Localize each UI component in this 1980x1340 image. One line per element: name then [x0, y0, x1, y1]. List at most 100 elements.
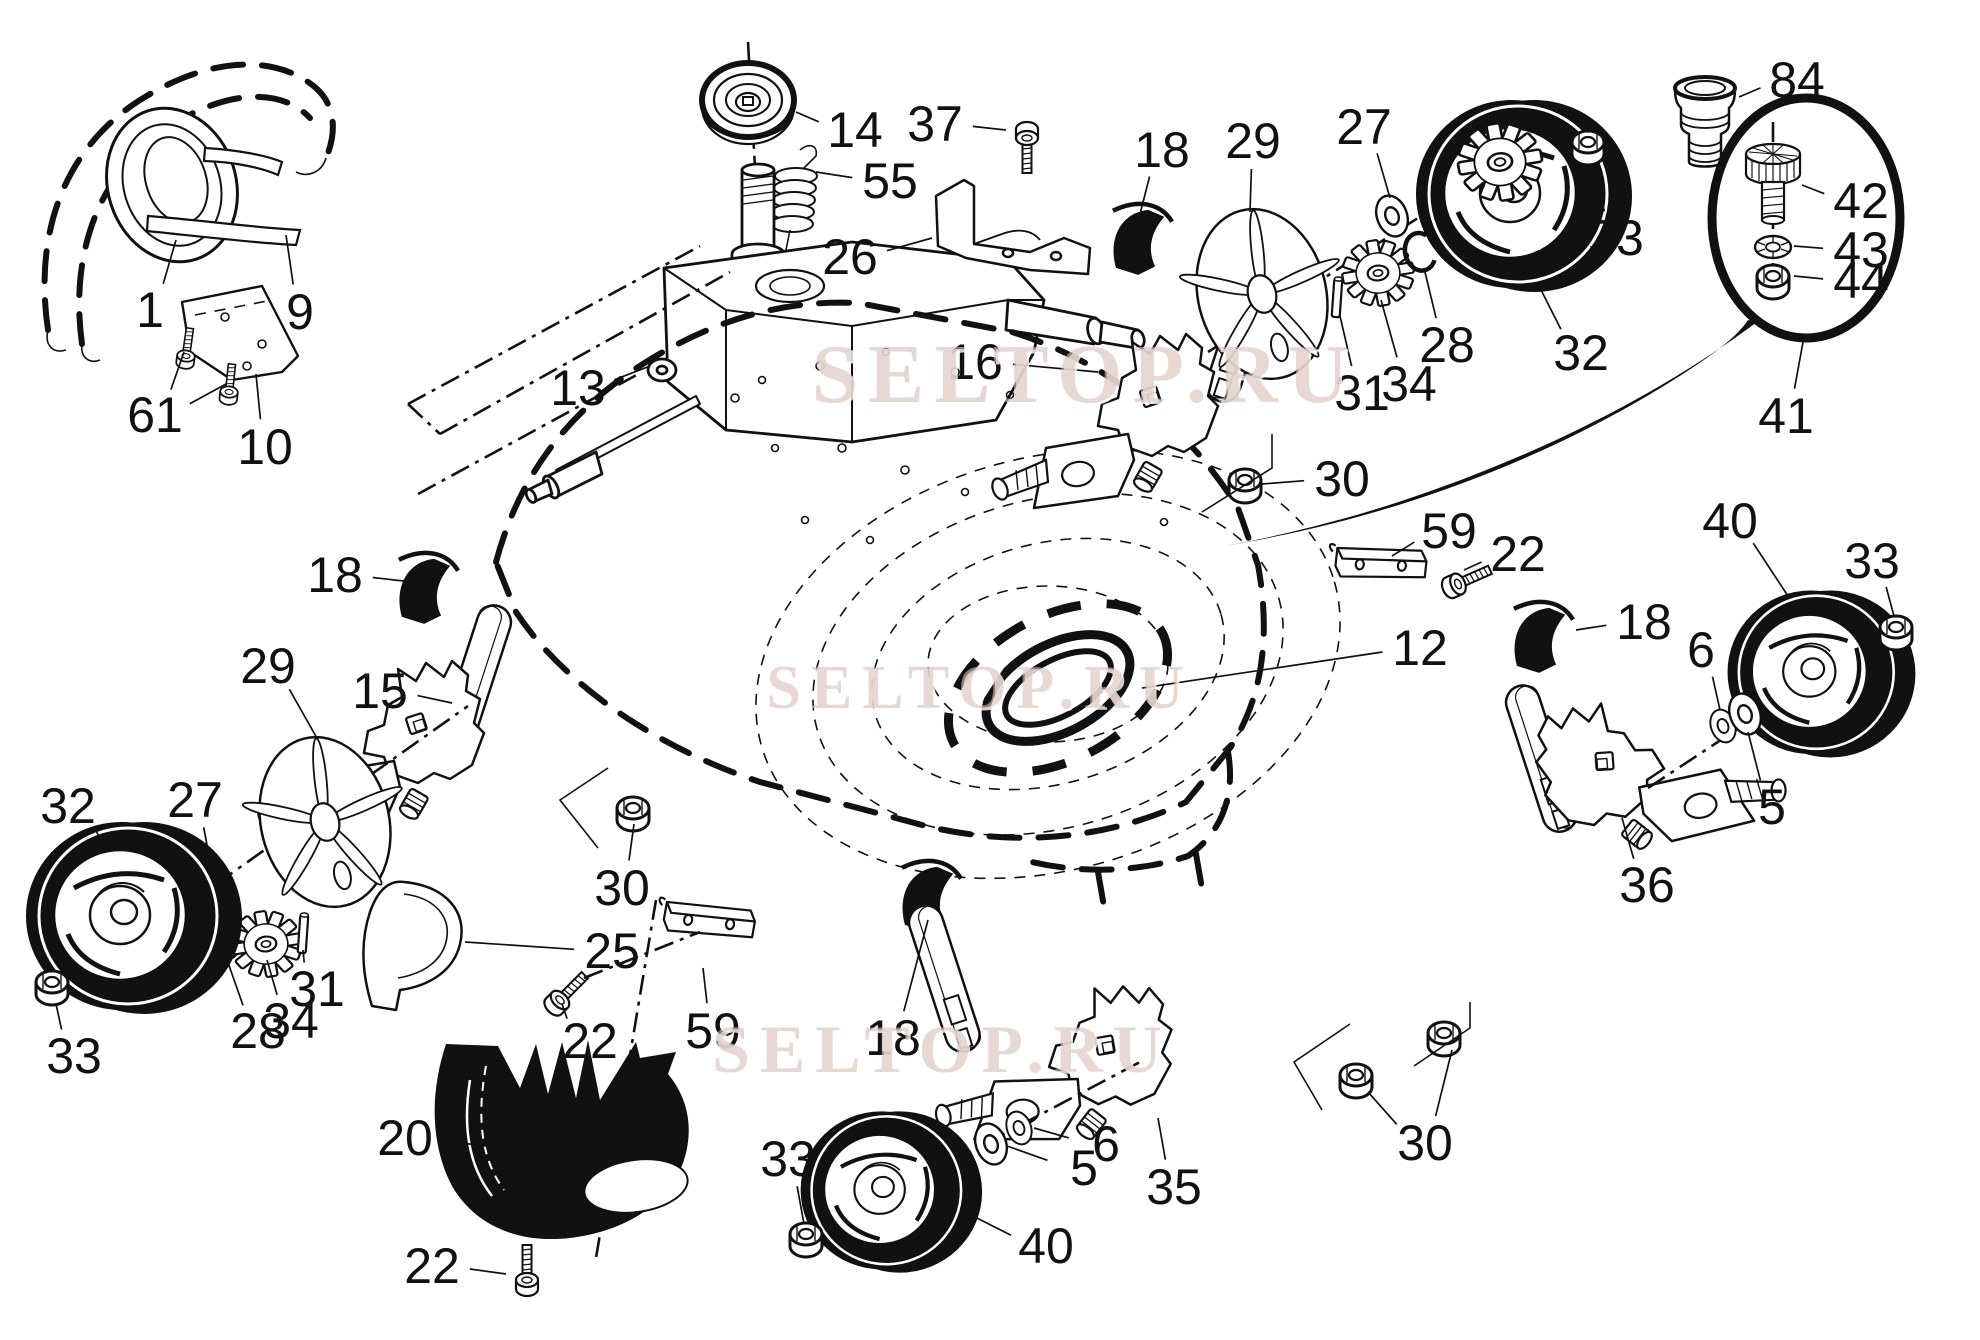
nut-part30-bottom-a [1338, 1062, 1374, 1100]
leader-line-part-84 [1738, 87, 1761, 98]
lower-handle-bar-part9-lower [145, 214, 302, 247]
leader-line-part-40 [964, 1211, 1012, 1236]
leader-line-part-6 [1711, 676, 1721, 711]
callout-part-29: 29 [1225, 113, 1281, 169]
knob-part42 [1744, 142, 1802, 225]
callout-part-9: 9 [286, 284, 314, 340]
leader-line-part-6 [1033, 1127, 1070, 1139]
belt-keeper-oval [943, 599, 1173, 777]
callout-part-33: 33 [1588, 210, 1644, 266]
upper-handle-dashed-inner [76, 93, 313, 347]
watermark-text: SELTOP.RU [814, 330, 1361, 423]
bolt-part22-bottom-left [514, 1243, 540, 1298]
hose-adapter-part84 [1673, 75, 1737, 168]
axle-top-right [1164, 100, 1632, 398]
axle-right [1647, 590, 1915, 790]
pin-part31-top [1330, 275, 1344, 319]
watermark-layer: SELTOP.RUSELTOP.RUSELTOP.RUSELTOP.RUSELT… [712, 328, 1361, 1089]
leader-line-part-59 [1391, 541, 1415, 557]
leader-line-part-26 [886, 237, 933, 252]
nut-part44 [1755, 263, 1791, 301]
callout-part-5: 5 [1758, 779, 1786, 835]
callout-part-30: 30 [1314, 451, 1370, 507]
callout-part-31: 31 [1334, 365, 1390, 421]
callout-part-29: 29 [240, 638, 296, 694]
callout-part-30: 30 [1397, 1115, 1453, 1171]
leader-line-part-5 [1747, 731, 1762, 781]
handle-hook-right [295, 157, 327, 176]
leader-line-part-27 [202, 827, 213, 873]
leader-line-part-31 [302, 949, 306, 963]
leader-line-part-22 [561, 1003, 568, 1019]
nut-part30-top [1227, 467, 1263, 505]
callout-part-34: 34 [1381, 356, 1437, 412]
callout-part-6: 6 [1687, 622, 1715, 678]
watermark-text: SELTOP.RU [766, 654, 1193, 722]
leader-line-part-61 [189, 383, 227, 405]
callout-part-33: 33 [46, 1028, 102, 1084]
wheel-part40-bottom [801, 1111, 982, 1272]
leader-line-part-30 [1261, 479, 1305, 485]
leader-line-part-30 [1367, 1091, 1398, 1125]
callout-part-1: 1 [136, 282, 164, 338]
leader-line-part-29 [288, 688, 319, 741]
callout-part-6: 6 [1092, 1116, 1120, 1172]
leader-line-part-59 [702, 967, 708, 1004]
callout-part-35: 35 [1146, 1159, 1202, 1215]
callout-part-15: 15 [352, 663, 408, 719]
leader-line-part-33 [796, 1186, 805, 1225]
washer-part27-top [1369, 189, 1415, 243]
watermark-text: SELTOP.RU [812, 328, 1359, 421]
leader-line-part-22 [469, 1268, 507, 1275]
leader-line-part-16 [1012, 363, 1099, 373]
leader-line-part-25 [464, 941, 575, 951]
leader-line-part-20 [442, 1139, 487, 1147]
leader-line-part-35 [1157, 1117, 1167, 1160]
leader-line-part-61 [170, 351, 185, 390]
nut-part33-top-right [1570, 129, 1606, 167]
leader-line-part-15 [417, 694, 453, 704]
deck-dashed-outline [492, 299, 1267, 841]
leader-line-part-27 [1376, 153, 1391, 199]
pulley-part14 [699, 60, 797, 146]
callout-part-25: 25 [584, 923, 640, 979]
callout-part-22: 22 [562, 1013, 618, 1069]
leader-line-part-44 [1793, 275, 1824, 280]
callout-part-61: 61 [127, 387, 183, 443]
callout-part-14: 14 [827, 102, 883, 158]
mount-plate-part10 [180, 284, 300, 382]
leader-line-part-37 [972, 125, 1007, 131]
callout-part-26: 26 [822, 229, 878, 285]
callout-part-16: 16 [947, 334, 1003, 390]
leader-line-part-18 [902, 919, 929, 1012]
bolt-part22-right [1437, 558, 1496, 602]
handle-hook-left2 [80, 343, 101, 362]
gearbox-part13 [524, 162, 1146, 504]
callout-part-41: 41 [1758, 388, 1814, 444]
leader-line-part-43 [1793, 245, 1824, 250]
handle-hook-left [46, 329, 67, 352]
callout-part-22: 22 [404, 1238, 460, 1294]
callout-part-18: 18 [307, 547, 363, 603]
drive-cover-part20 [434, 899, 689, 1259]
leader-line-part-34 [1380, 299, 1398, 358]
callout-part-40: 40 [1702, 493, 1758, 549]
callout-part-59: 59 [685, 1003, 741, 1059]
leader-line-part-31 [1339, 315, 1353, 367]
callout-part-18: 18 [1616, 594, 1672, 650]
callout-part-30: 30 [594, 860, 650, 916]
gearbox-assembly [407, 41, 1146, 504]
nut-part33-left [34, 969, 70, 1007]
leader-line-part-5 [1006, 1145, 1048, 1162]
drive-belt-part18-top [1107, 199, 1179, 278]
lower-handle-bar-part9-upper [202, 146, 284, 177]
leader-line-part-28 [224, 953, 244, 1006]
callout-part-20: 20 [377, 1110, 433, 1166]
nut-part33-right [1878, 614, 1914, 652]
callout-part-12: 12 [1392, 620, 1448, 676]
mower-deck-part12 [492, 299, 1341, 921]
leader-line-part-33 [1591, 162, 1606, 212]
drive-belt-part18-left [393, 548, 465, 627]
